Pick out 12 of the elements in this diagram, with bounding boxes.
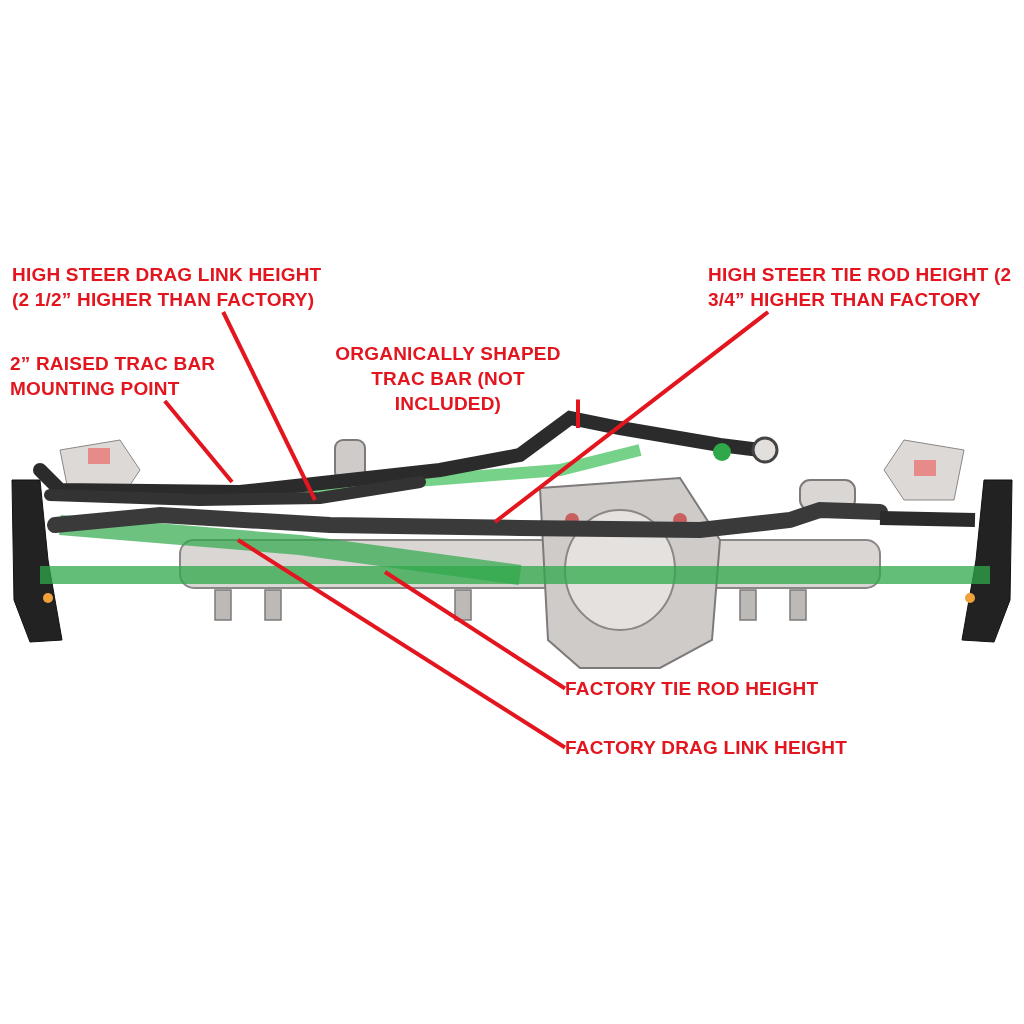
leader-line <box>236 538 567 750</box>
leader-line <box>493 310 770 524</box>
callout-label: 2” RAISED TRAC BAR MOUNTING POINT <box>10 351 225 401</box>
leader-line <box>221 311 317 501</box>
callout-label: HIGH STEER DRAG LINK HEIGHT (2 1/2” HIGHER THAN FACTORY) <box>12 262 342 312</box>
leader-line <box>163 399 234 484</box>
callout-label: ORGANICALLY SHAPED TRAC BAR (NOT INCLUDED) <box>318 341 578 416</box>
callout-label: FACTORY TIE ROD HEIGHT <box>565 676 819 701</box>
leader-line <box>576 399 580 428</box>
callout-label: HIGH STEER TIE ROD HEIGHT (2 3/4” HIGHER THAN FACTORY <box>708 262 1024 312</box>
leader-line <box>383 570 567 691</box>
callout-label: FACTORY DRAG LINK HEIGHT <box>565 735 848 760</box>
